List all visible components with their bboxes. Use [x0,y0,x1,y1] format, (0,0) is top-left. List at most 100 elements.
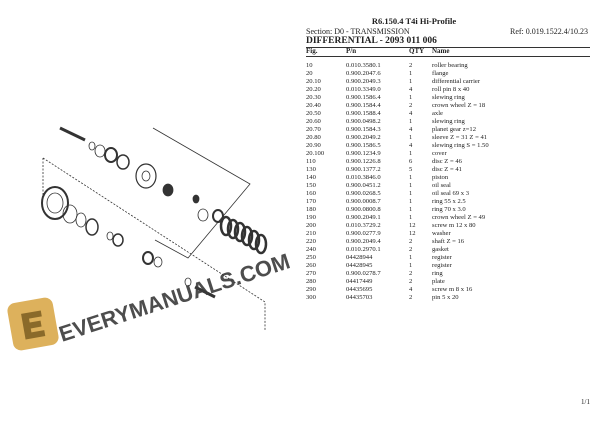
cell-fig: 20.60 [306,118,321,125]
cell-part-name: disc Z = 46 [432,158,462,165]
table-row: 20.60 0.900.0498.2 1 slewing ring [0,118,612,126]
cell-part-name: washer [432,230,451,237]
cell-part-name: plate [432,278,445,285]
cell-qty: 1 [409,190,413,197]
differential-carrier [135,163,157,189]
cell-part-name: crown wheel Z = 18 [432,102,486,109]
cell-qty: 1 [409,214,413,221]
cell-part-name: roller bearing [432,62,468,69]
cell-fig: 20.30 [306,94,321,101]
exploded-parts-diagram [41,126,268,330]
cell-fig: 210 [306,230,316,237]
cell-part-number: 0.900.0277.9 [346,230,381,237]
cell-qty: 1 [409,174,413,181]
cell-part-name: pin 5 x 20 [432,294,459,301]
cell-qty: 2 [409,294,413,301]
shaft-upper [59,126,86,142]
cell-part-name: cover [432,150,447,157]
cell-part-number: 0.900.1584.3 [346,126,381,133]
cell-fig: 240 [306,246,316,253]
disc-pack [219,215,268,255]
cell-fig: 170 [306,198,316,205]
cell-part-number: 0.010.3846.0 [346,174,381,181]
cell-part-name: oil seal 69 x 3 [432,190,469,197]
cell-part-name: ring 70 x 3.0 [432,206,466,213]
cell-part-number: 04428945 [346,262,373,269]
cell-fig: 130 [306,166,316,173]
cell-part-number: 0.900.1588.4 [346,110,381,117]
cell-qty: 2 [409,270,413,277]
cell-part-name: ring [432,270,443,277]
cell-part-name: oil seal [432,182,451,189]
cell-part-name: screw m 8 x 16 [432,286,473,293]
cell-fig: 10 [306,62,313,69]
cell-qty: 1 [409,198,413,205]
section-label: Section: D0 - TRANSMISSION [306,27,410,36]
cell-part-number: 0.900.0451.2 [346,182,381,189]
cell-part-number: 04435703 [346,294,373,301]
cell-fig: 220 [306,238,316,245]
column-header-rule [306,56,590,57]
cell-qty: 2 [409,62,413,69]
diagram-bracket-lower [42,157,266,330]
cell-part-number: 04435695 [346,286,373,293]
page-number: 1/1 [581,398,590,406]
cell-part-number: 0.900.0498.2 [346,118,381,125]
cell-part-number: 0.900.2047.6 [346,70,381,77]
cell-fig: 260 [306,262,316,269]
cell-qty: 2 [409,238,413,245]
cell-part-number: 0.900.2049.1 [346,214,381,221]
cell-part-number: 0.900.0278.7 [346,270,381,277]
cell-qty: 1 [409,94,413,101]
cell-qty: 4 [409,286,413,293]
cell-part-number: 0.900.1586.5 [346,142,381,149]
cell-fig: 180 [306,206,316,213]
cell-part-name: slewing ring [432,94,465,101]
roller-bearing [41,186,69,220]
cell-fig: 20.100 [306,150,325,157]
cell-qty: 1 [409,182,413,189]
cell-fig: 20.10 [306,78,321,85]
assembly-title: DIFFERENTIAL - 2093 011 006 [306,36,437,46]
cell-qty: 4 [409,110,413,117]
cell-qty: 2 [409,278,413,285]
cell-part-number: 0.010.2970.1 [346,246,381,253]
cell-fig: 20.40 [306,102,321,109]
cell-fig: 20.50 [306,110,321,117]
cell-qty: 2 [409,246,413,253]
cell-fig: 200 [306,222,316,229]
cell-fig: 290 [306,286,316,293]
cell-part-name: planet gear z=12 [432,126,476,133]
cell-part-name: slewing ring [432,118,465,125]
cell-qty: 1 [409,262,413,269]
cell-qty: 4 [409,86,413,93]
cell-part-number: 04417449 [346,278,373,285]
cell-part-number: 0.900.1226.8 [346,158,381,165]
cell-qty: 5 [409,166,413,173]
header-rule [306,46,590,48]
cell-qty: 1 [409,118,413,125]
table-row: 290 04435695 4 screw m 8 x 16 [0,286,612,294]
cell-part-name: slewing ring S = 1.50 [432,142,489,149]
reference-number: Ref: 0.019.1522.4/10.23 [510,27,588,36]
cell-qty: 2 [409,102,413,109]
